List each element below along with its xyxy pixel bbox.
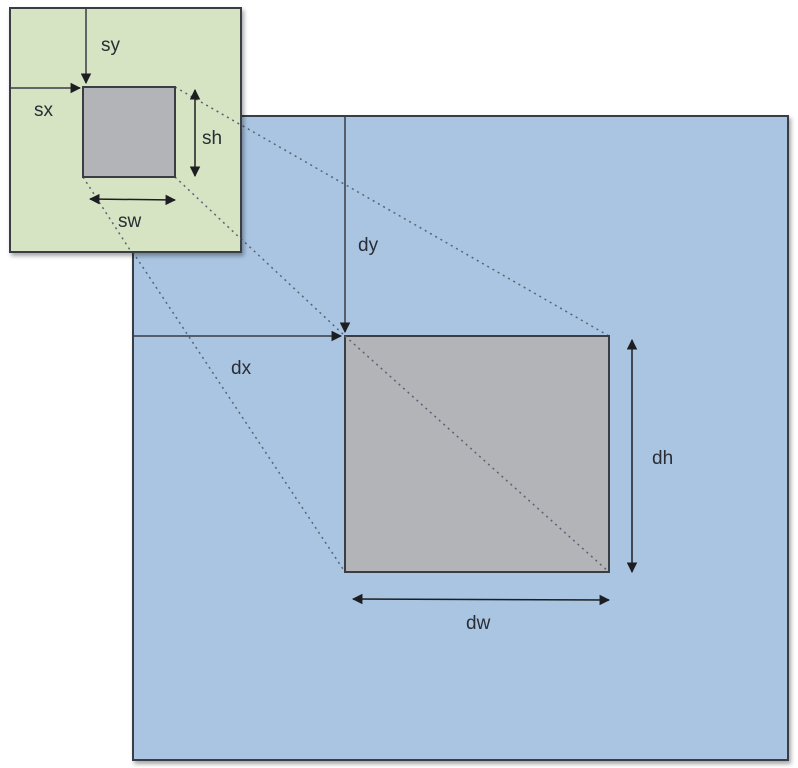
sx-label: sx xyxy=(34,100,54,121)
dw-label: dw xyxy=(466,613,491,634)
sy-label: sy xyxy=(101,35,121,56)
dw-arrow xyxy=(351,593,611,606)
sh-label: sh xyxy=(202,128,222,149)
dh-label: dh xyxy=(652,448,673,469)
sw-arrow xyxy=(88,193,177,206)
diagonal-dotted-line xyxy=(344,335,610,573)
dy-label: dy xyxy=(358,235,379,256)
dx-label: dx xyxy=(231,358,252,379)
source-image-region xyxy=(82,86,176,178)
source-projection-lines xyxy=(82,86,242,251)
sw-label: sw xyxy=(118,211,142,232)
